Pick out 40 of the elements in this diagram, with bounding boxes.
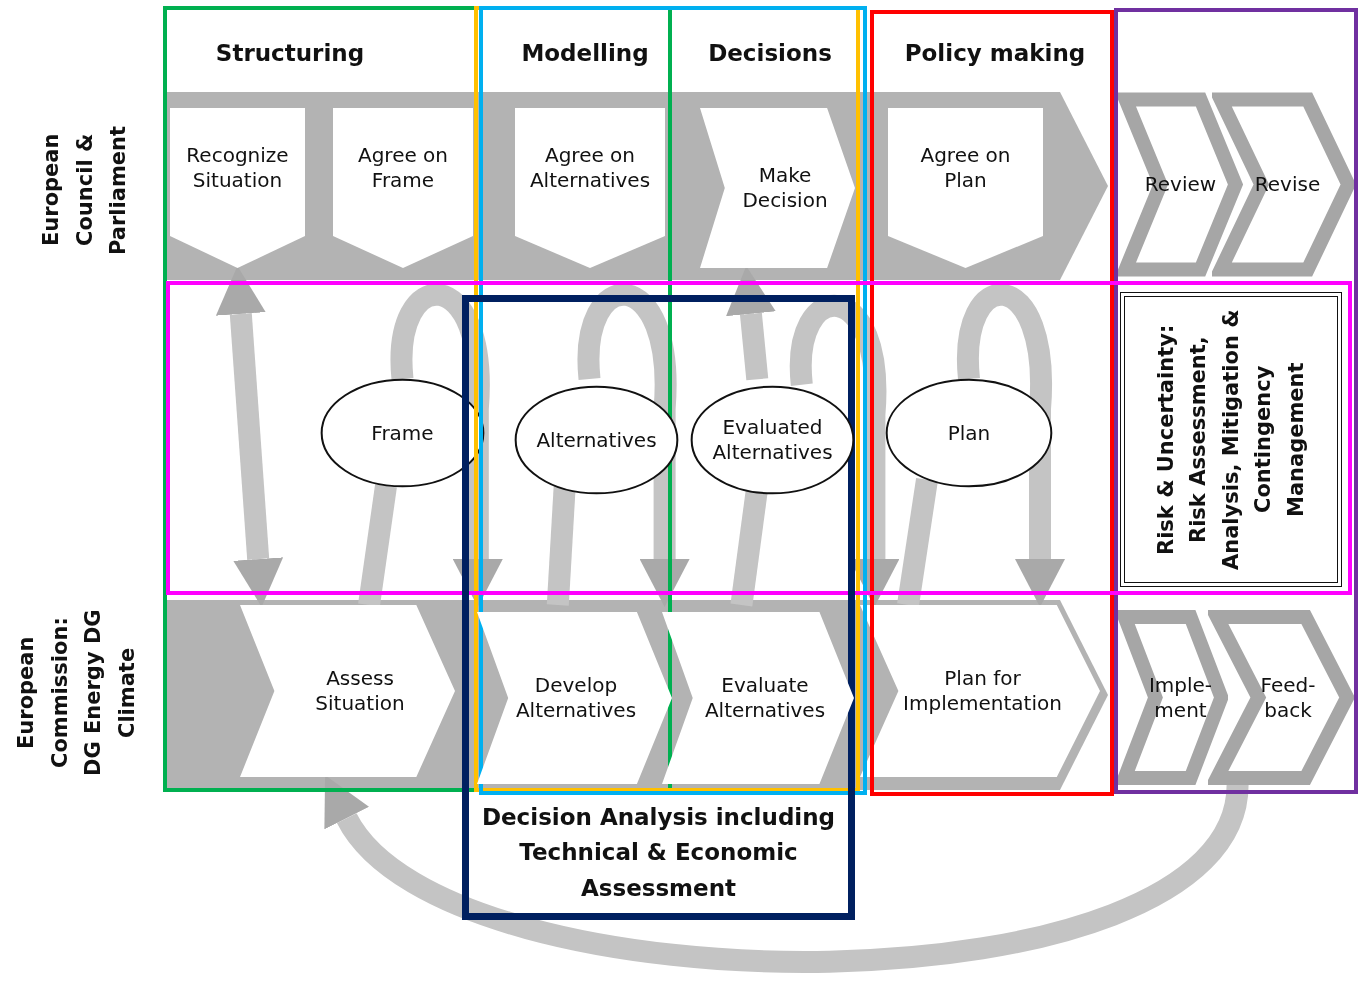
column-heading: Policy making: [903, 40, 1087, 66]
row-label: European Council & Parliament: [38, 124, 132, 257]
node-text: Plan for Implementation: [902, 665, 1063, 717]
outlined-chevron: [1118, 92, 1243, 277]
row-label: European Commission: DG Energy DG Climate: [13, 608, 140, 778]
node-text: Develop Alternatives: [514, 672, 638, 724]
outlined-chevron: [1118, 610, 1228, 785]
node-text: Revise: [1253, 171, 1322, 198]
node-text: Risk & Uncertainty: Risk Assessment, Analysis, Mitigation & Contingency Management: [1152, 308, 1309, 572]
node-text: Make Decision: [741, 162, 829, 214]
node-text: Agree on Plan: [919, 142, 1012, 194]
node-text: Review: [1143, 171, 1218, 198]
node-text: Recognize Situation: [185, 142, 290, 194]
chevron-step: [477, 612, 672, 784]
arrow: [726, 266, 776, 381]
chevron-step: [860, 605, 1100, 777]
node-text: Imple- ment: [1147, 671, 1214, 724]
node-text: Agree on Alternatives: [528, 142, 652, 194]
node-text: Evaluate Alternatives: [703, 672, 827, 724]
node-text: Plan: [946, 419, 992, 447]
column-heading: Structuring: [214, 40, 366, 66]
column-heading: Modelling: [520, 40, 650, 66]
chevron-step: [700, 108, 855, 268]
node-text: Frame: [370, 419, 435, 447]
column-heading: Decisions: [707, 40, 833, 66]
node-text: Alternatives: [535, 426, 658, 454]
node-text: Assess Situation: [314, 665, 406, 717]
arrow: [957, 284, 1065, 607]
ellipse-node: [690, 385, 855, 495]
node-text: Evaluated Alternatives: [711, 414, 834, 466]
arrow: [215, 266, 284, 607]
chevron-step: [240, 605, 455, 777]
chevron-step: [662, 612, 854, 784]
ellipse-node: [885, 378, 1053, 488]
risk-box: [1120, 292, 1342, 587]
node-text: Agree on Frame: [356, 142, 449, 194]
ellipse-node: [514, 385, 679, 495]
node-text: Feed- back: [1259, 671, 1317, 724]
analysis-frame: [462, 295, 855, 920]
ellipse-node: [320, 378, 485, 488]
